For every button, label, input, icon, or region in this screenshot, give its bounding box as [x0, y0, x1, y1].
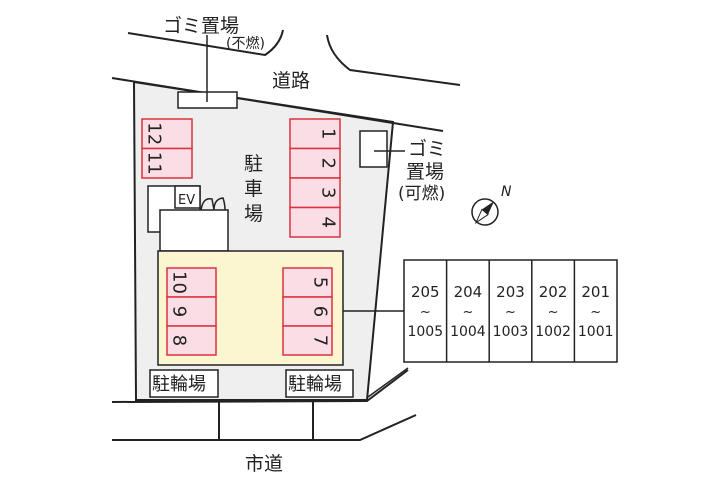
unit-number-bottom: 1003	[493, 324, 529, 340]
parking-label: 駐	[244, 153, 263, 175]
trash-right-kind: (可燃)	[398, 184, 445, 204]
parking-space-number: 1	[318, 128, 339, 139]
parking-space	[289, 118, 341, 150]
unit-range-sep: ~	[590, 305, 601, 320]
parking-label: 車	[244, 178, 263, 200]
door-icon	[200, 197, 226, 211]
bike-parking-right	[285, 369, 354, 398]
parking-space-number: 5	[310, 277, 331, 288]
parking-space-number: 6	[310, 306, 331, 317]
parking-space-number: 12	[144, 122, 165, 145]
parking-space-number: 7	[310, 335, 331, 346]
compass-needle-south	[474, 208, 489, 225]
parking-space-number: 3	[318, 187, 339, 198]
bike-left-label: 駐輪場	[152, 374, 206, 395]
parking-space	[289, 177, 341, 209]
unit-table	[403, 259, 618, 363]
unit-number-top: 204	[454, 283, 483, 301]
parking-space-number: 4	[318, 217, 339, 228]
road-bottom-label: 市道	[245, 453, 283, 475]
parking-space	[166, 296, 217, 327]
compass-needle-north	[481, 201, 494, 215]
road-edge-top-right	[326, 34, 461, 86]
unit-number-top: 201	[581, 283, 610, 301]
road-edge-lot-top	[111, 77, 444, 132]
parking-space	[289, 147, 341, 179]
parking-space-number: 8	[169, 335, 190, 346]
trash-top-kind: (不燃)	[226, 35, 265, 52]
road-edge-city-road	[112, 414, 417, 441]
unit-number-top: 205	[411, 283, 440, 301]
parking-space	[282, 325, 333, 356]
parking-space	[141, 147, 193, 179]
parking-label: 場	[244, 203, 263, 225]
unit-number-bottom: 1001	[578, 324, 614, 340]
unit-range-sep: ~	[420, 305, 431, 320]
road-edge-top	[127, 29, 284, 57]
elevator	[174, 185, 201, 209]
bike-right-label: 駐輪場	[288, 374, 342, 395]
unit-number-bottom: 1005	[407, 324, 443, 340]
parking-space-number: 11	[144, 152, 165, 175]
leader-line	[367, 367, 409, 398]
unit-number-bottom: 1004	[450, 324, 486, 340]
unit-number-bottom: 1002	[535, 324, 571, 340]
trash-top-label: ゴミ置場	[163, 15, 239, 37]
road-top-label: 道路	[272, 70, 310, 92]
trash-area-burnable	[359, 130, 388, 168]
trash-right-label: ゴミ	[408, 138, 446, 160]
parking-space	[289, 206, 341, 238]
compass	[471, 198, 499, 226]
unit-range-sep: ~	[505, 305, 516, 320]
unit-range-sep: ~	[548, 305, 559, 320]
parking-space-number: 2	[318, 158, 339, 169]
road-edge-lot-bottom	[111, 369, 409, 403]
entrance-structure	[159, 209, 229, 252]
parking-space	[166, 325, 217, 356]
unit-number-top: 203	[496, 283, 525, 301]
ev-label: EV	[178, 193, 195, 208]
unit-range-sep: ~	[462, 305, 473, 320]
parking-space-number: 9	[169, 306, 190, 317]
unit-number-top: 202	[539, 283, 568, 301]
compass-north-label: N	[501, 184, 512, 200]
bike-parking-left	[149, 369, 219, 398]
trash-right-label: 置場	[406, 161, 444, 183]
parking-space-number: 10	[169, 271, 190, 294]
parking-space	[141, 118, 193, 150]
